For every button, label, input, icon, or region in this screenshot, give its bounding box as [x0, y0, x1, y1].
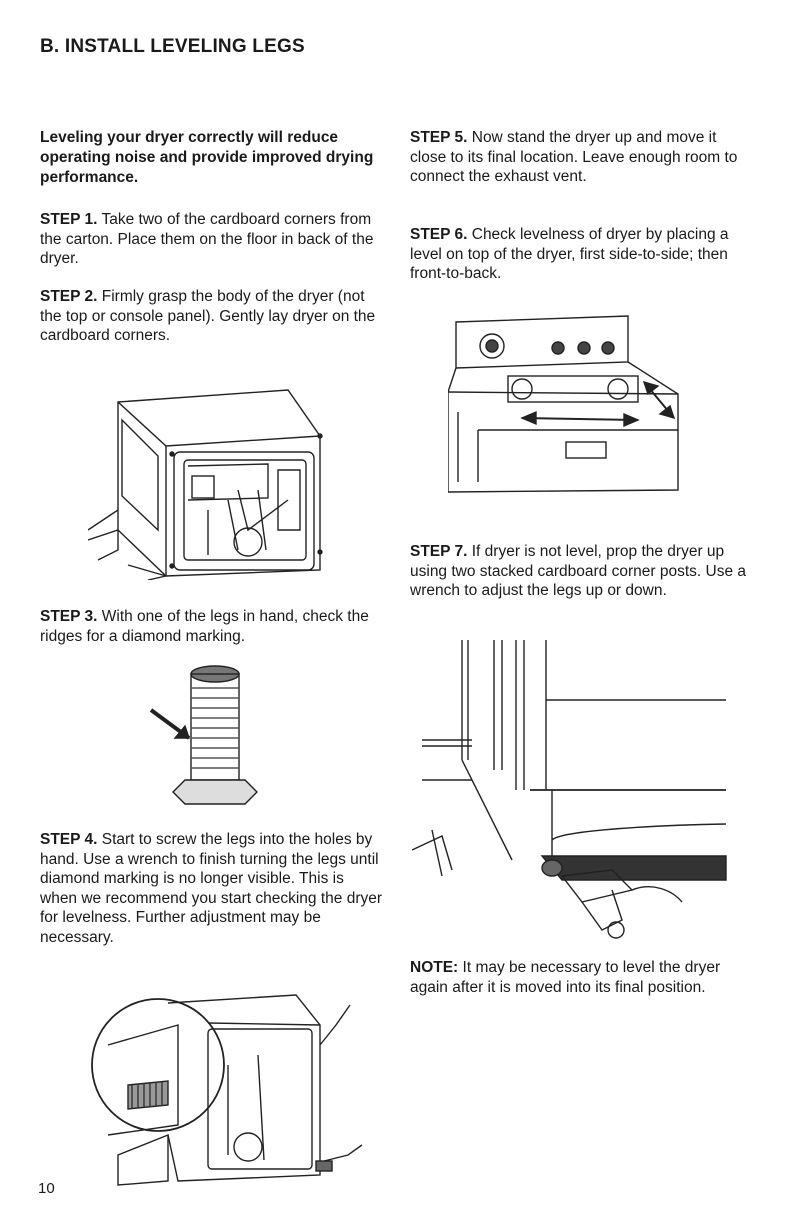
step-text: Check levelness of dryer by placing a le…: [410, 226, 729, 282]
step-text: With one of the legs in hand, check the …: [40, 608, 369, 645]
leg-installation-illustration: [88, 985, 363, 1190]
step-7: STEP 7. If dryer is not level, prop the …: [410, 542, 755, 601]
step-text: Firmly grasp the body of the dryer (not …: [40, 288, 376, 344]
step-label: STEP 1.: [40, 211, 98, 228]
step-label: STEP 4.: [40, 831, 98, 848]
intro-block: Leveling your dryer correctly will reduc…: [40, 128, 385, 188]
step-5: STEP 5. Now stand the dryer up and move …: [410, 128, 755, 187]
step-label: STEP 5.: [410, 129, 468, 146]
note-text: It may be necessary to level the dryer a…: [410, 959, 721, 996]
page-number: 10: [38, 1180, 55, 1197]
step-6: STEP 6. Check levelness of dryer by plac…: [410, 225, 755, 284]
step-4: STEP 4. Start to screw the legs into the…: [40, 830, 385, 947]
leveling-leg-illustration: [145, 662, 270, 812]
step-text: Start to screw the legs into the holes b…: [40, 831, 383, 946]
dryer-on-back-illustration: [88, 380, 338, 580]
step-label: STEP 6.: [410, 226, 468, 243]
step-2: STEP 2. Firmly grasp the body of the dry…: [40, 287, 385, 346]
step-label: STEP 2.: [40, 288, 98, 305]
step-3: STEP 3. With one of the legs in hand, ch…: [40, 607, 390, 646]
intro-text: Leveling your dryer correctly will reduc…: [40, 129, 374, 186]
step-1: STEP 1. Take two of the cardboard corner…: [40, 210, 385, 269]
note-block: NOTE: It may be necessary to level the d…: [410, 958, 755, 997]
note-label: NOTE:: [410, 959, 459, 976]
step-text: Take two of the cardboard corners from t…: [40, 211, 374, 267]
step-label: STEP 7.: [410, 543, 468, 560]
step-text: If dryer is not level, prop the dryer up…: [410, 543, 747, 599]
step-text: Now stand the dryer up and move it close…: [410, 129, 738, 185]
page-title: B. INSTALL LEVELING LEGS: [40, 36, 305, 57]
leg-adjustment-illustration: [412, 640, 727, 940]
dryer-level-check-illustration: [448, 312, 688, 502]
step-label: STEP 3.: [40, 608, 98, 625]
